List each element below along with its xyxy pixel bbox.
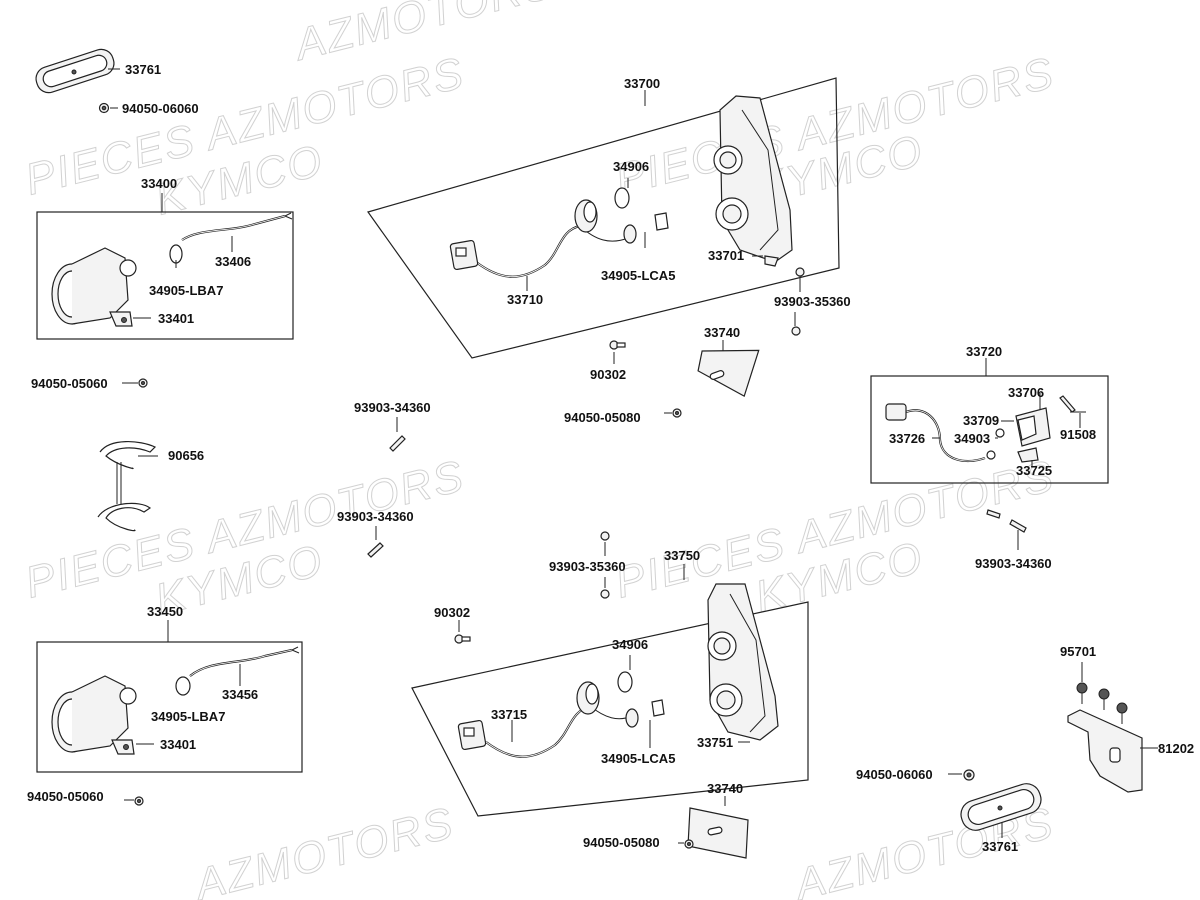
label-93903-34360-a: 93903-34360 [354,400,431,415]
nut-94050-05060-top [122,378,148,388]
label-94050-05080-top: 94050-05080 [564,410,641,425]
label-90656: 90656 [168,448,204,463]
screw-93903-35360-mid [600,531,610,599]
harness-33710 [449,178,669,291]
clip-90656 [97,441,158,532]
label-94050-05080-bottom: 94050-05080 [583,835,660,850]
screw-90302-top [609,340,626,364]
assembly-outline-33700 [367,77,840,359]
assembly-box-33400 [36,211,294,340]
label-95701: 95701 [1060,644,1096,659]
wire-33406 [169,212,293,268]
screw-93903-34360-right [986,509,1027,550]
label-34905-lca5-bottom: 34905-LCA5 [601,751,675,766]
tail-light-body-33701 [713,95,793,267]
label-91508: 91508 [1060,427,1096,442]
label-93903-34360-b: 93903-34360 [337,509,414,524]
part-labels: 33761 94050-06060 33400 33406 34905-LBA7… [27,62,1194,854]
label-94050-06060-top: 94050-06060 [122,101,199,116]
label-33715: 33715 [491,707,527,722]
label-34905-lba7-top: 34905-LBA7 [149,283,223,298]
label-33761-bottom: 33761 [982,839,1018,854]
nut-94050-05080-top [664,408,682,418]
harness-33715 [457,655,665,758]
assembly-box-33450 [36,641,303,773]
nut-94050-05080-bottom [678,839,694,849]
label-94050-06060-bottom: 94050-06060 [856,767,933,782]
label-33709: 33709 [963,413,999,428]
label-33710: 33710 [507,292,543,307]
label-33725: 33725 [1016,463,1052,478]
license-lamp-33720 [885,393,1086,466]
label-93903-35360-mid: 93903-35360 [549,559,626,574]
label-33740-bottom: 33740 [707,781,743,796]
screw-93903-34360-b [367,526,384,558]
reflector-33761-top [35,48,120,94]
label-33400: 33400 [141,176,177,191]
lamp-housing-33401-bottom [51,675,154,755]
assembly-outline-33750 [411,601,809,817]
nut-94050-05060-bottom [124,796,144,806]
label-33720: 33720 [966,344,1002,359]
label-33761-top: 33761 [125,62,161,77]
label-90302-bottom: 90302 [434,605,470,620]
label-33701: 33701 [708,248,744,263]
label-33706: 33706 [1008,385,1044,400]
label-34903: 34903 [954,431,990,446]
label-33740-top: 33740 [704,325,740,340]
assembly-box-33720 [870,375,1109,484]
label-33750: 33750 [664,548,700,563]
lamp-housing-33401-top [51,247,151,327]
label-93903-34360-right: 93903-34360 [975,556,1052,571]
label-93903-35360-top: 93903-35360 [774,294,851,309]
label-33751: 33751 [697,735,733,750]
watermark: AZMOTORS [188,798,459,900]
label-33401-top: 33401 [158,311,194,326]
screw-90302-bottom [454,620,471,644]
reflector-33740-bottom [687,796,749,859]
screw-93903-35360-top [791,267,805,336]
label-33450: 33450 [147,604,183,619]
label-33406: 33406 [215,254,251,269]
label-33456: 33456 [222,687,258,702]
reflector-33740-top [697,340,760,398]
wire-33456 [175,646,300,696]
label-94050-05060-top: 94050-05060 [31,376,108,391]
reflector-33761-bottom [960,783,1042,838]
bracket-81202 [1067,662,1158,793]
label-34905-lca5-top: 34905-LCA5 [601,268,675,283]
label-94050-05060-bottom: 94050-05060 [27,789,104,804]
label-34906-bottom: 34906 [612,637,648,652]
label-90302-top: 90302 [590,367,626,382]
label-34906-top: 34906 [613,159,649,174]
tail-light-body-33751 [707,583,779,743]
label-33726: 33726 [889,431,925,446]
screw-93903-34360-a [389,417,406,452]
label-81202: 81202 [1158,741,1194,756]
label-34905-lba7-bottom: 34905-LBA7 [151,709,225,724]
nut-94050-06060-top [98,102,118,114]
label-33700: 33700 [624,76,660,91]
nut-94050-06060-bottom [948,769,975,781]
label-33401-bottom: 33401 [160,737,196,752]
